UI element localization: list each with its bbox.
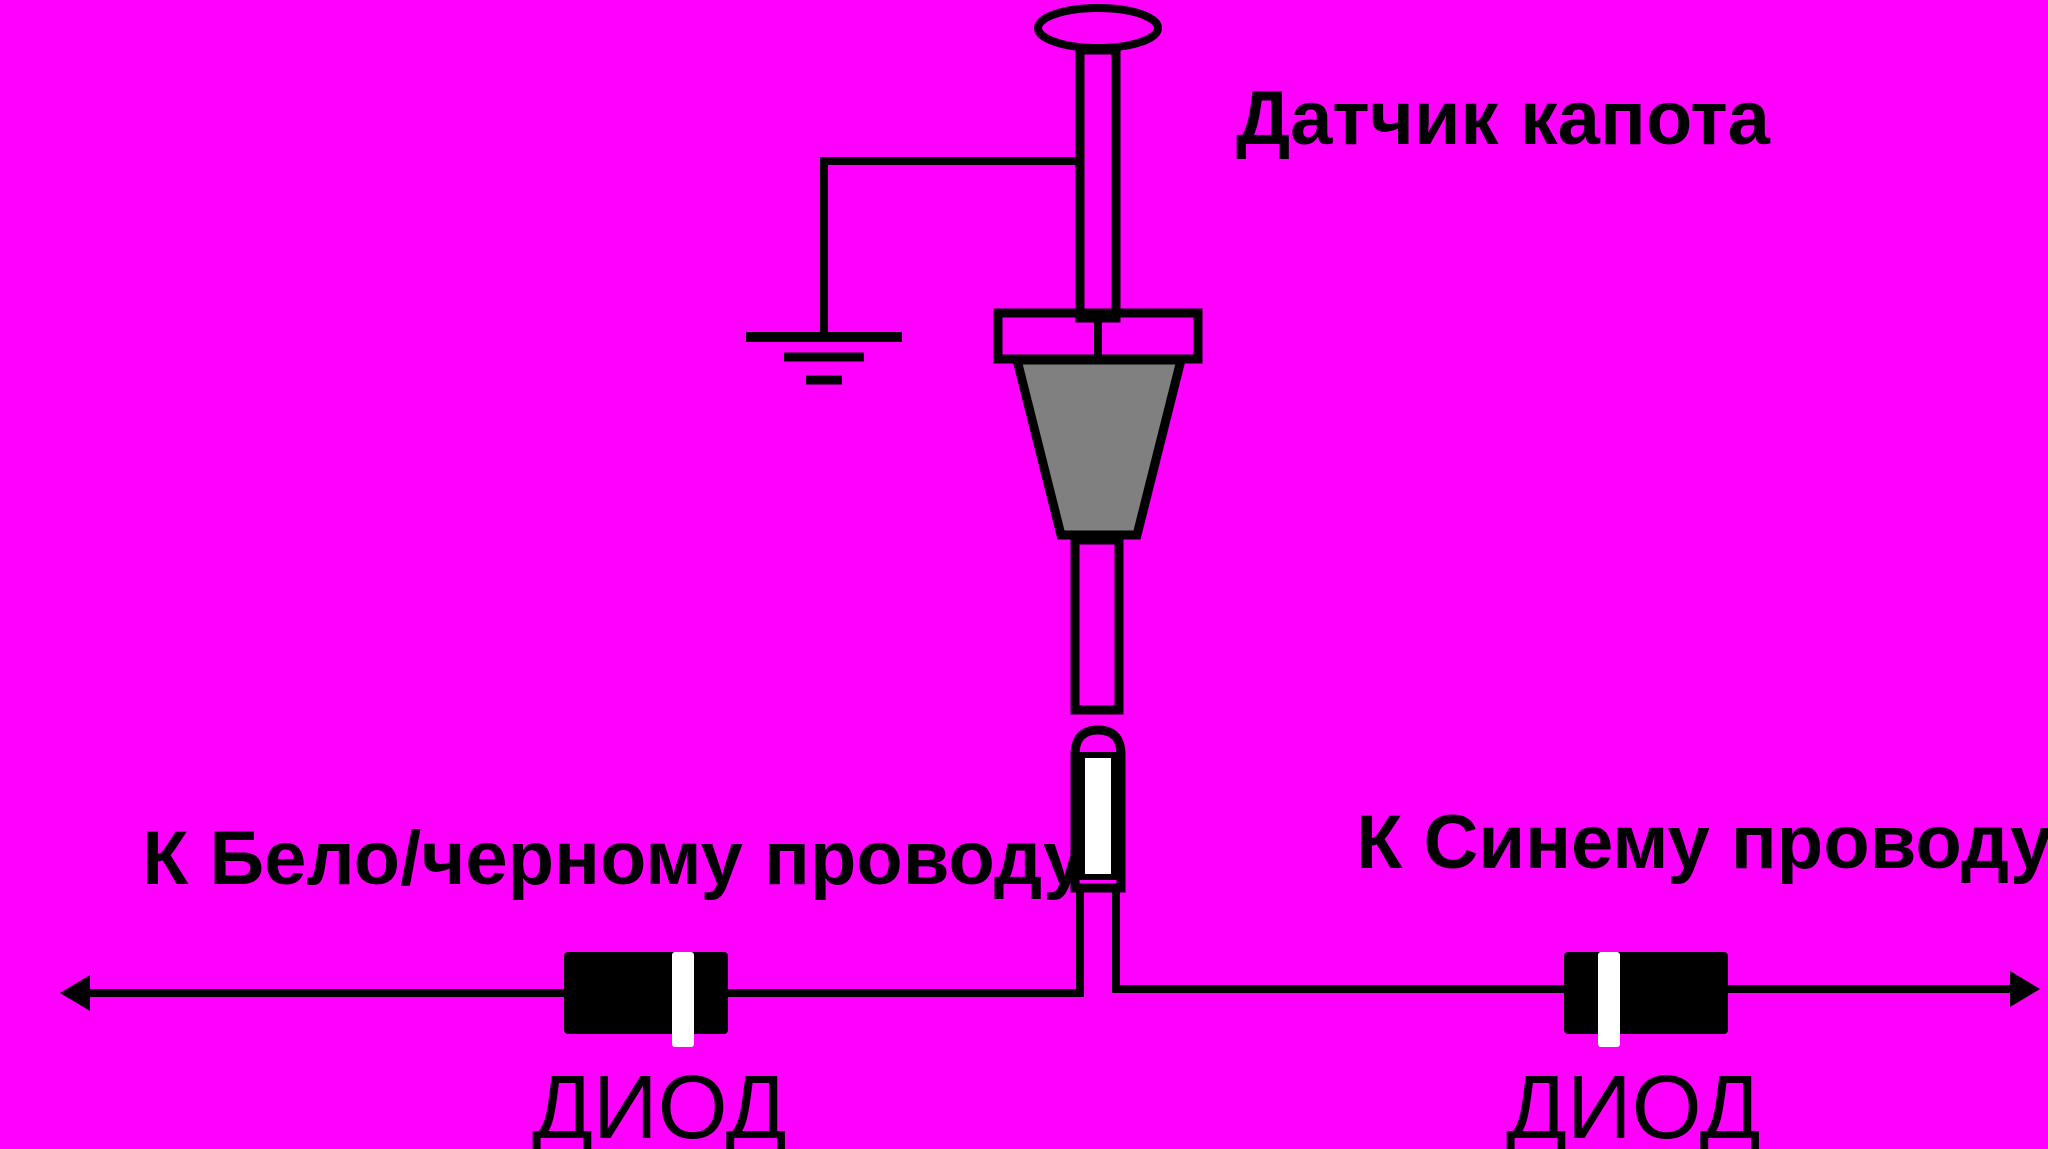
left-diode-body: [564, 952, 728, 1034]
right-diode-body: [1564, 952, 1728, 1034]
hood-sensor: [993, 4, 1203, 715]
left-diode: [564, 952, 728, 1047]
left-diode-label: ДИОД: [532, 1058, 787, 1149]
arrow-left-icon: [60, 975, 90, 1011]
right-diode-label: ДИОД: [1506, 1058, 1761, 1149]
connector-housing: [1070, 725, 1126, 893]
ground-icon: [746, 332, 902, 385]
sensor-terminal: [1070, 535, 1124, 715]
connector-insert: [1079, 752, 1117, 880]
connector: [1070, 725, 1126, 893]
left-diode-band: [672, 952, 694, 1047]
ground-wire: [820, 157, 1080, 337]
right-diode: [1564, 952, 1728, 1047]
right-wire-label: К Синему проводу: [1356, 800, 2048, 885]
left-wire-label: К Бело/черному проводу: [142, 816, 1085, 901]
sensor-body: [1011, 355, 1187, 540]
right-diode-band: [1598, 952, 1620, 1047]
arrow-right-icon: [2010, 971, 2040, 1007]
sensor-label: Датчик капота: [1236, 76, 1771, 161]
ground-connection: [746, 157, 1080, 385]
